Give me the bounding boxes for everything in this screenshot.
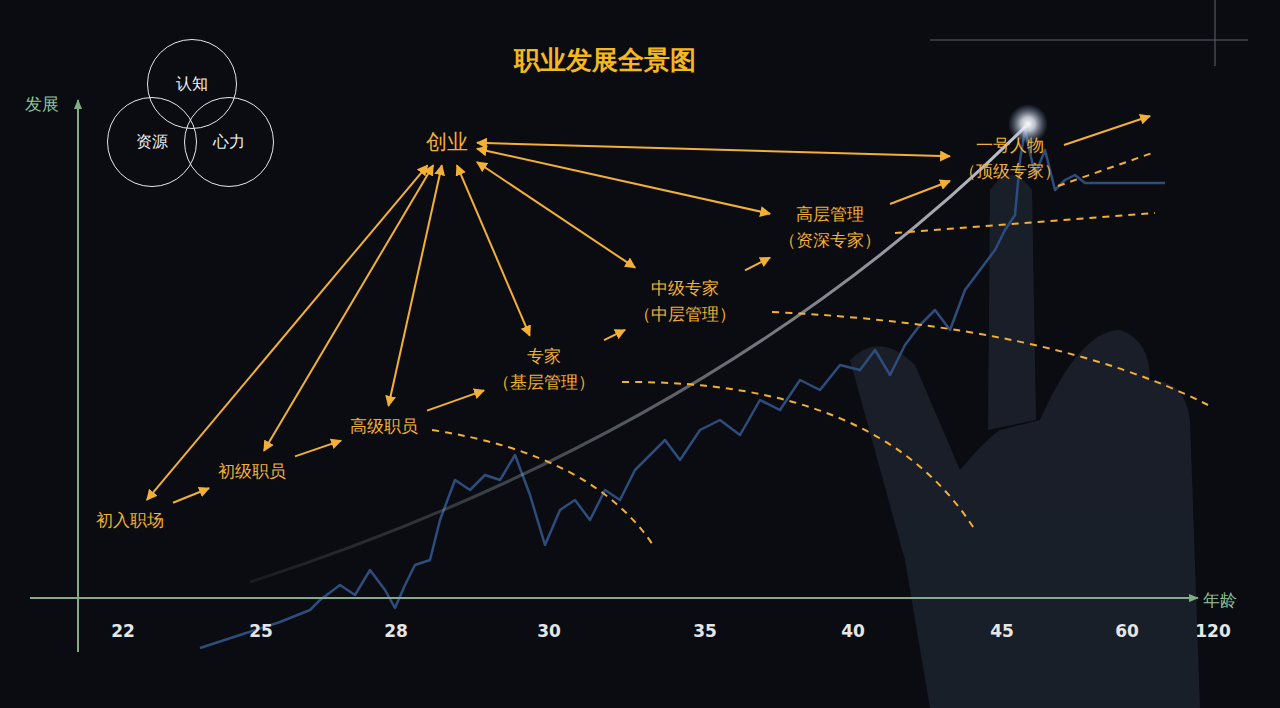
text-group: 专家（基层管理） — [493, 343, 595, 396]
x-axis — [30, 597, 1198, 599]
text-group: 初级职员 — [218, 458, 286, 484]
hand-illustration — [850, 175, 1200, 708]
arrow-connector — [147, 165, 428, 500]
arrow-connector — [427, 390, 484, 410]
arrow-connector — [388, 165, 441, 406]
arrow-connector — [264, 165, 433, 451]
axis-label: 年龄 — [1201, 589, 1239, 612]
frame-line — [1215, 0, 1216, 66]
diagram-title: 职业发展全景图 — [514, 43, 696, 78]
text-group: 初入职场 — [96, 507, 164, 533]
arrow-connector — [477, 149, 770, 214]
node-subtitle: （基层管理） — [493, 369, 595, 395]
text-group: 创业 — [426, 126, 468, 159]
tick-label: 30 — [537, 621, 561, 641]
career-stage: 一号人物（顶级专家） — [955, 130, 1065, 187]
node-title: 初入职场 — [96, 507, 164, 533]
frame-line — [930, 40, 1248, 41]
arrow-connector — [745, 258, 770, 271]
text-group: 高层管理（资深专家） — [779, 201, 881, 254]
text-group: 心力 — [213, 132, 245, 153]
node-title: 高级职员 — [350, 413, 418, 439]
tick-label: 45 — [990, 621, 1014, 641]
tick-label: 28 — [384, 621, 408, 641]
tick-label: 120 — [1195, 621, 1231, 641]
growth-curve — [250, 126, 1026, 582]
y-axis — [77, 100, 79, 652]
tick-label: 40 — [841, 621, 865, 641]
axis-label: 发展 — [25, 93, 59, 116]
node-title: 资源 — [136, 132, 168, 153]
node-title: 认知 — [176, 74, 208, 95]
tick-label: 22 — [111, 621, 135, 641]
arrow-connector — [890, 181, 950, 204]
arrow-connector — [477, 143, 950, 156]
arrow-connector — [604, 330, 625, 340]
arrow-connector — [295, 441, 341, 457]
node-subtitle: （资深专家） — [779, 227, 881, 253]
arrow-connector — [173, 488, 209, 502]
node-title: 心力 — [213, 132, 245, 153]
growth-arrow — [1064, 116, 1150, 145]
node-title: 专家 — [493, 343, 595, 369]
text-group: 资源 — [136, 132, 168, 153]
text-group: 一号人物（顶级专家） — [959, 132, 1061, 185]
venn-circle: 心力 — [184, 97, 274, 187]
text-group: 中级专家（中层管理） — [634, 275, 736, 328]
career-stage: 初入职场 — [92, 505, 168, 535]
text-group: 认知 — [176, 74, 208, 95]
node-title: 一号人物 — [959, 132, 1061, 158]
tick-label: 25 — [249, 621, 273, 641]
node-subtitle: （顶级专家） — [959, 158, 1061, 184]
node-title: 初级职员 — [218, 458, 286, 484]
decline-curves — [432, 152, 1208, 548]
career-stage: 专家（基层管理） — [489, 341, 599, 398]
career-stage: 初级职员 — [214, 456, 290, 486]
goal-node: 创业 — [422, 124, 472, 161]
node-subtitle: （中层管理） — [634, 301, 736, 327]
venn-circle: 认知 — [147, 39, 237, 129]
node-title: 中级专家 — [634, 275, 736, 301]
tick-label: 35 — [693, 621, 717, 641]
career-stage: 高级职员 — [346, 411, 422, 441]
career-stage: 中级专家（中层管理） — [630, 273, 740, 330]
text-group: 高级职员 — [350, 413, 418, 439]
node-title: 创业 — [426, 126, 468, 159]
tick-label: 60 — [1115, 621, 1139, 641]
node-title: 高层管理 — [779, 201, 881, 227]
career-stage: 高层管理（资深专家） — [775, 199, 885, 256]
